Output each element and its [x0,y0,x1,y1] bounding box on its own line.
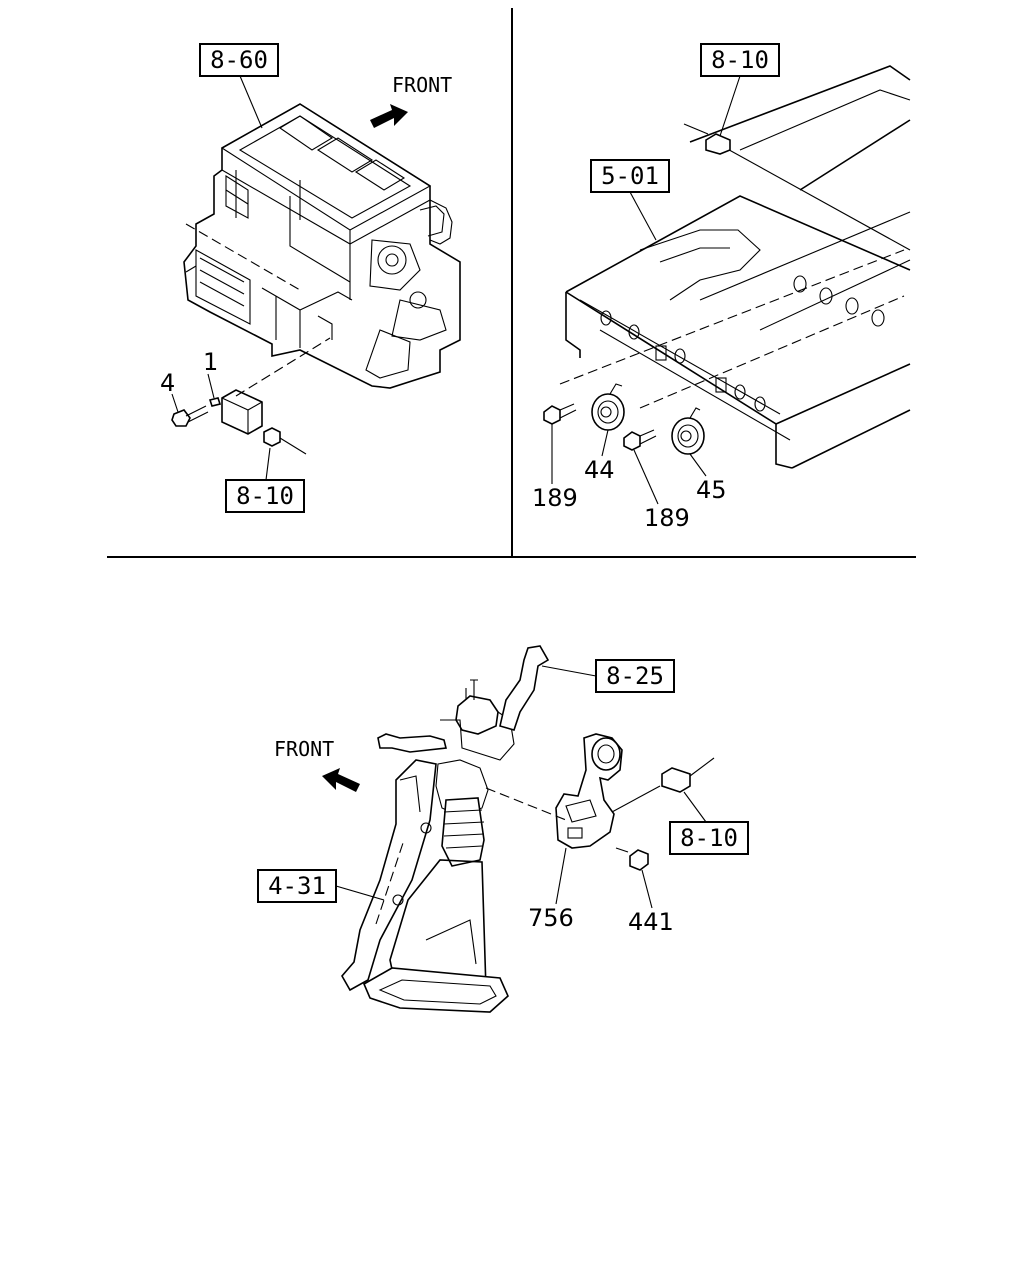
leader-line [689,453,707,477]
leader-line [641,869,653,909]
chassis-frame [565,65,911,469]
horn-low [591,383,625,431]
bolt-part [543,403,577,425]
front-label: FRONT [392,73,452,97]
ref-box-8-60[interactable]: 8-60 [199,43,279,77]
ref-label: 8-10 [236,482,294,510]
assembly-line [559,249,905,385]
ref-label: 8-10 [711,46,769,74]
bolt-part [615,847,649,871]
ref-label: 8-60 [210,46,268,74]
connector-part [705,133,731,155]
callout-1: 1 [203,348,218,376]
leader-line [633,449,659,505]
front-label: FRONT [274,737,334,761]
screw-part [171,405,209,427]
ref-label: 5-01 [601,162,659,190]
leader-line [265,447,271,481]
assembly-line [485,787,567,821]
ref-box-8-10[interactable]: 8-10 [225,479,305,513]
steering-column-assembly [341,645,550,1013]
leader-line [335,885,385,901]
callout-441: 441 [628,908,674,936]
leader-line [683,791,707,823]
bracket-part [555,733,623,849]
ref-label: 8-10 [680,824,738,852]
callout-189-a: 189 [532,484,578,512]
leader-line [719,75,741,137]
ref-box-5-01[interactable]: 5-01 [590,159,670,193]
connector-part [263,427,307,455]
leader-line [239,75,263,129]
assembly-line [235,337,331,397]
callout-45: 45 [696,476,727,504]
ref-box-8-10[interactable]: 8-10 [669,821,749,855]
front-arrow [370,104,408,128]
ref-label: 8-25 [606,662,664,690]
assembly-line [639,295,905,409]
leader-line [171,393,179,413]
actuator-part [208,389,263,435]
wire-line [611,785,661,813]
connector-part [661,757,715,793]
callout-756: 756 [528,904,574,932]
leader-line [555,847,567,905]
leader-line [207,373,215,399]
callout-189-b: 189 [644,504,690,532]
leader-line [629,191,657,241]
bolt-part [623,429,657,451]
ref-label: 4-31 [268,872,326,900]
front-arrow [322,768,360,792]
heater-unit-assembly [183,103,461,389]
ref-box-4-31[interactable]: 4-31 [257,869,337,903]
ref-box-8-10[interactable]: 8-10 [700,43,780,77]
ref-box-8-25[interactable]: 8-25 [595,659,675,693]
horn-high [671,407,705,455]
leader-line [601,429,609,457]
leader-line [541,665,597,677]
callout-44: 44 [584,456,615,484]
callout-4: 4 [160,369,175,397]
